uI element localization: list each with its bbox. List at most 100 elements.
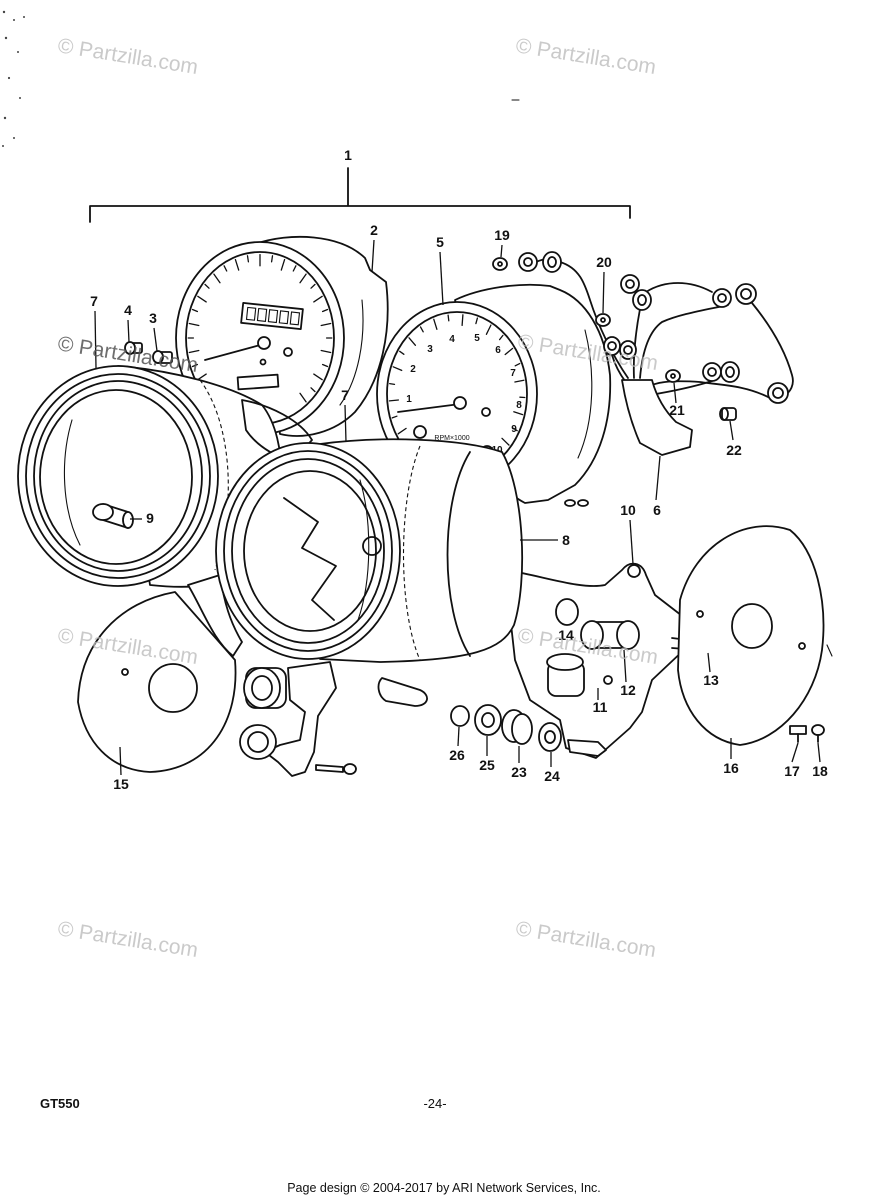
callout-22: 22 bbox=[726, 442, 742, 458]
nut-part-19 bbox=[492, 257, 508, 271]
tachometer-tick bbox=[391, 415, 398, 419]
speedometer-tick bbox=[321, 308, 329, 313]
callout-5: 5 bbox=[436, 234, 444, 250]
assembly-bracket-part-1 bbox=[89, 167, 631, 223]
bulb-socket bbox=[702, 362, 722, 382]
right-bezel-ring bbox=[223, 450, 393, 652]
tach-dial-number: 6 bbox=[495, 345, 501, 356]
harness-wire bbox=[632, 308, 641, 379]
tach-dial-number: 8 bbox=[516, 400, 522, 411]
speedometer-tick bbox=[213, 273, 221, 284]
right-bezel-ring bbox=[231, 458, 385, 644]
bulb-socket bbox=[619, 340, 637, 360]
tachometer-tick bbox=[514, 379, 525, 383]
tach-dial-number: 5 bbox=[474, 333, 480, 344]
speedometer-tick-marks bbox=[187, 253, 333, 403]
speedometer-tick bbox=[191, 308, 199, 313]
speedometer-tick bbox=[321, 363, 329, 368]
right-bezel-cutaway-edge bbox=[283, 497, 337, 621]
bulb-socket bbox=[542, 251, 562, 273]
tach-dial-number: 4 bbox=[449, 334, 455, 345]
speedometer-needle-hub bbox=[257, 336, 271, 350]
callout-15: 15 bbox=[113, 776, 129, 792]
right-bezel-opening bbox=[243, 470, 377, 632]
right-bezel-assembly bbox=[215, 438, 524, 663]
bulb-socket bbox=[735, 283, 757, 305]
speedometer-tick bbox=[299, 273, 307, 284]
speedometer-tick bbox=[320, 349, 332, 354]
bracket-screw bbox=[315, 763, 357, 775]
speedometer-tick bbox=[234, 258, 240, 271]
tachometer-tick bbox=[461, 314, 464, 327]
speedometer-tick bbox=[188, 349, 200, 354]
tachometer-tick bbox=[498, 334, 504, 341]
knob-part-9 bbox=[92, 503, 134, 529]
callout-7-mid: 7 bbox=[341, 387, 349, 403]
cap-part-22 bbox=[719, 407, 737, 421]
callout-3: 3 bbox=[149, 310, 157, 326]
bulb-socket bbox=[712, 288, 732, 308]
tachometer-indicator-lamp bbox=[481, 407, 491, 417]
tachometer-tick bbox=[419, 326, 424, 333]
washer-part-25 bbox=[474, 704, 502, 736]
left-bezel-inner-shading bbox=[63, 419, 81, 546]
callout-6: 6 bbox=[653, 502, 661, 518]
leader-lines bbox=[94, 239, 821, 776]
washer-part-23 bbox=[501, 709, 533, 745]
speedometer-tick bbox=[197, 295, 207, 303]
lamp-mount-bracket bbox=[504, 562, 718, 759]
harness-wire bbox=[645, 282, 713, 293]
callout-9: 9 bbox=[146, 510, 154, 526]
nut-part-21 bbox=[665, 369, 681, 383]
bulb-socket bbox=[518, 252, 538, 272]
grommet-part-14 bbox=[555, 598, 579, 626]
tachometer-needle-hub bbox=[453, 396, 467, 410]
bulb-socket bbox=[720, 361, 740, 383]
speedometer-tick bbox=[299, 392, 307, 403]
socket-upper bbox=[243, 667, 287, 709]
odometer-window bbox=[240, 302, 304, 330]
speedometer-housing-edge bbox=[339, 299, 364, 406]
speedometer-needle bbox=[204, 343, 265, 361]
washer-part-26 bbox=[450, 705, 470, 727]
watermark: © Partzilla.com bbox=[56, 34, 199, 79]
bulb-socket bbox=[632, 289, 652, 311]
callout-21: 21 bbox=[669, 402, 685, 418]
callout-7-left: 7 bbox=[90, 293, 98, 309]
speedometer-pivot-mark bbox=[259, 358, 267, 366]
nut-part-20 bbox=[595, 313, 611, 327]
tachometer-lower-lamp bbox=[413, 425, 427, 439]
tachometer-assembly: 1 2 3 4 5 6 7 8 9 10 RPM×1000 bbox=[376, 283, 612, 507]
speedometer-tick bbox=[320, 322, 332, 327]
page-footer-credit: Page design © 2004-2017 by ARI Network S… bbox=[287, 1181, 601, 1195]
harness-sheath bbox=[621, 379, 693, 456]
speedometer-tick bbox=[310, 387, 316, 393]
tach-dial-number: 1 bbox=[406, 394, 412, 405]
harness-wire bbox=[645, 380, 771, 399]
tachometer-tick bbox=[512, 427, 518, 432]
socket-part-11 bbox=[546, 653, 613, 697]
tachometer-tick bbox=[408, 337, 417, 346]
tachometer-tick bbox=[447, 314, 450, 322]
callout-13: 13 bbox=[703, 672, 719, 688]
tachometer-tick-marks bbox=[388, 314, 526, 446]
tach-dial-number: 9 bbox=[511, 424, 517, 435]
callout-1: 1 bbox=[344, 147, 352, 163]
tachometer-tick bbox=[504, 347, 514, 356]
bracket-hole-part-10 bbox=[627, 564, 641, 578]
scan-noise bbox=[2, 10, 25, 147]
speedometer-tick bbox=[197, 373, 207, 381]
lower-socket-bracket bbox=[239, 661, 357, 777]
speedometer-tick bbox=[313, 295, 323, 303]
speedometer-tick bbox=[188, 322, 200, 327]
callout-2: 2 bbox=[370, 222, 378, 238]
tachometer-tick bbox=[485, 324, 492, 335]
bulb-socket bbox=[620, 274, 640, 294]
speedometer-tick bbox=[310, 283, 316, 289]
callout-17: 17 bbox=[784, 763, 800, 779]
tach-dial-number: 3 bbox=[427, 344, 433, 355]
model-label: GT550 bbox=[40, 1096, 80, 1111]
page-number: -24- bbox=[423, 1096, 446, 1111]
tachometer-mount-nut bbox=[564, 499, 576, 507]
